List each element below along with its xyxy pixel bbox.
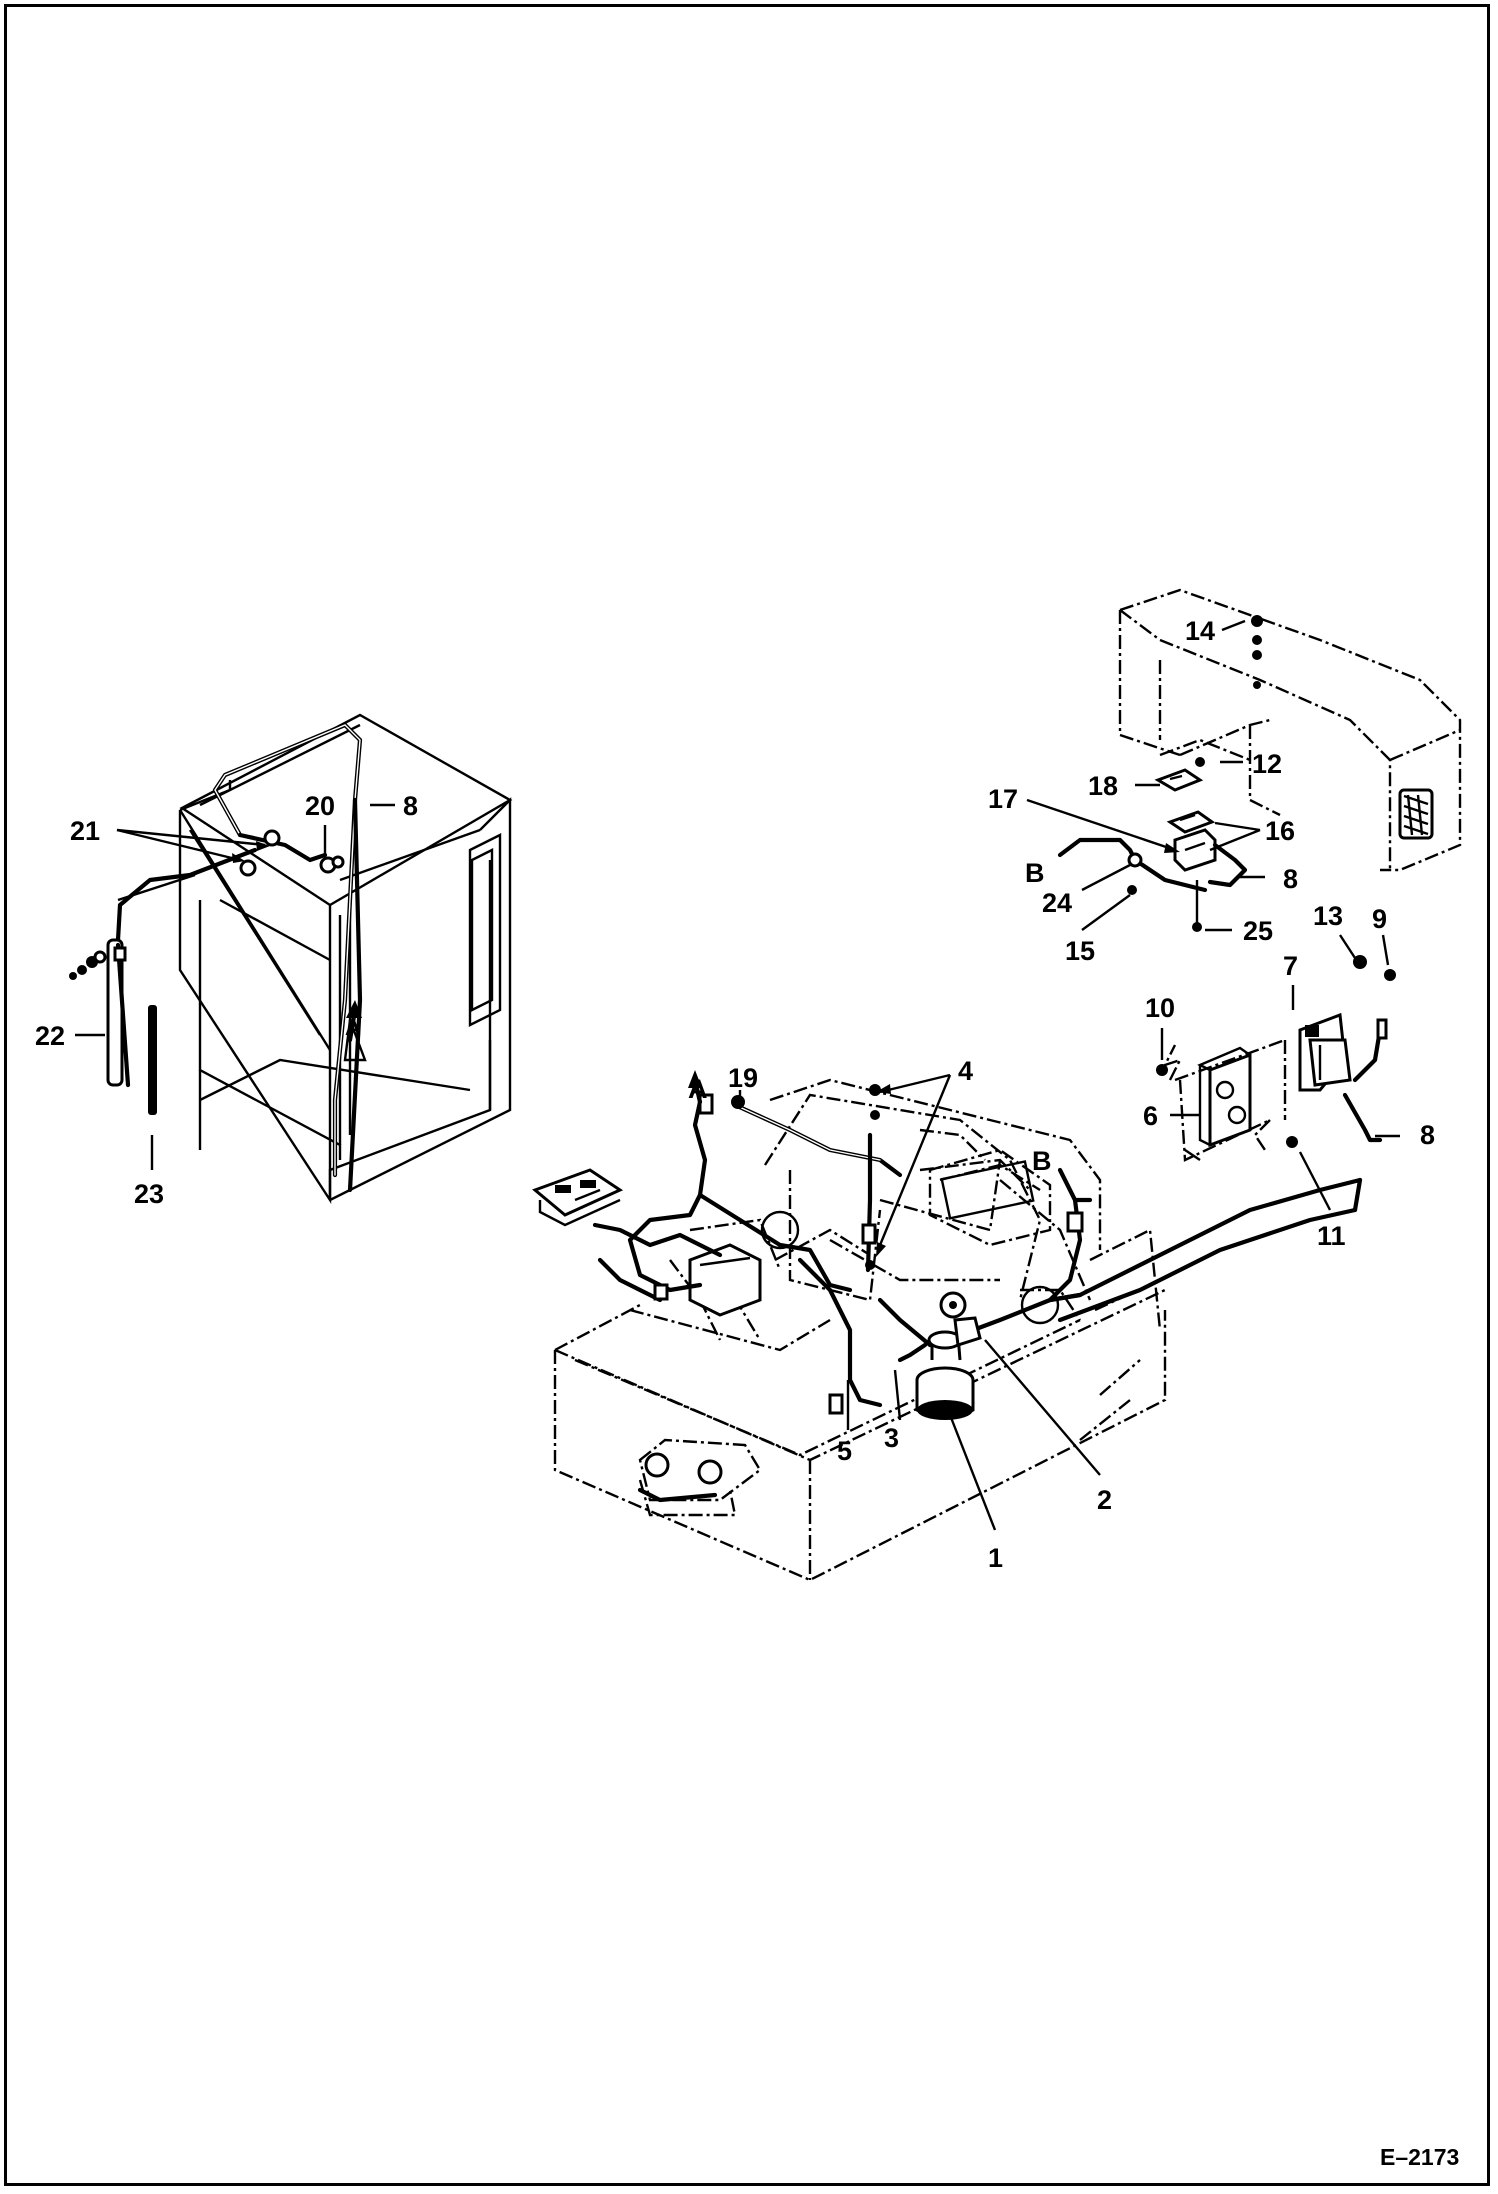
- callout-4: 4: [958, 1056, 973, 1086]
- callout-3: 3: [884, 1423, 899, 1453]
- callout-13: 13: [1313, 901, 1343, 931]
- callout-17: 17: [988, 784, 1018, 814]
- cab-wiring-harness-icon: [115, 722, 367, 1193]
- callout-18: 18: [1088, 771, 1118, 801]
- callout-21: 21: [70, 816, 100, 846]
- ref-a-cab: A: [345, 1015, 361, 1040]
- ref-a-frame: A: [688, 1074, 708, 1104]
- callout-8-cover: 8: [1283, 864, 1298, 894]
- callout-8-cab: 8: [403, 791, 418, 821]
- wiper-icon: [69, 938, 157, 1115]
- callout-11: 11: [1317, 1221, 1346, 1251]
- callout-19: 19: [728, 1063, 758, 1093]
- work-light-icon: [1156, 1012, 1388, 1162]
- leader-lines: [75, 619, 1400, 1531]
- figure-id: E–2173: [1380, 2144, 1459, 2170]
- grille-icon: [1398, 788, 1434, 840]
- callout-23: 23: [134, 1179, 164, 1209]
- callout-14: 14: [1185, 616, 1215, 646]
- hardware-icon: [731, 615, 1396, 1270]
- callout-7: 7: [1283, 951, 1298, 981]
- callout-16: 16: [1265, 816, 1295, 846]
- upper-frame-icon: [553, 1078, 1167, 1582]
- callout-22: 22: [35, 1021, 65, 1051]
- callout-12: 12: [1252, 749, 1282, 779]
- callout-2: 2: [1097, 1485, 1112, 1515]
- cab-outline-icon: [178, 713, 513, 1205]
- control-switch-icon: [532, 1168, 762, 1317]
- cover-lamp-icon: [1057, 768, 1248, 895]
- callout-6: 6: [1143, 1101, 1158, 1131]
- callout-10: 10: [1145, 993, 1175, 1023]
- main-wiring-harness-icon: [592, 1093, 1363, 1415]
- callout-labels: 1 2 3 4 5 6 7 8 8 8 9 10 11 12 13 14 15 …: [35, 616, 1459, 2170]
- callout-9: 9: [1372, 904, 1387, 934]
- callout-15: 15: [1065, 936, 1095, 966]
- callout-5: 5: [837, 1436, 852, 1466]
- callout-25: 25: [1243, 916, 1273, 946]
- counterweight-cover-icon: [1118, 588, 1462, 872]
- callout-8-light: 8: [1420, 1120, 1435, 1150]
- callout-20: 20: [305, 791, 335, 821]
- callout-1: 1: [988, 1543, 1003, 1573]
- ref-b-cover: B: [1025, 858, 1045, 888]
- drawing-border: [4, 4, 1490, 2186]
- ref-b-frame: B: [1032, 1146, 1052, 1176]
- horn-icon: [897, 1291, 982, 1420]
- callout-24: 24: [1042, 888, 1072, 918]
